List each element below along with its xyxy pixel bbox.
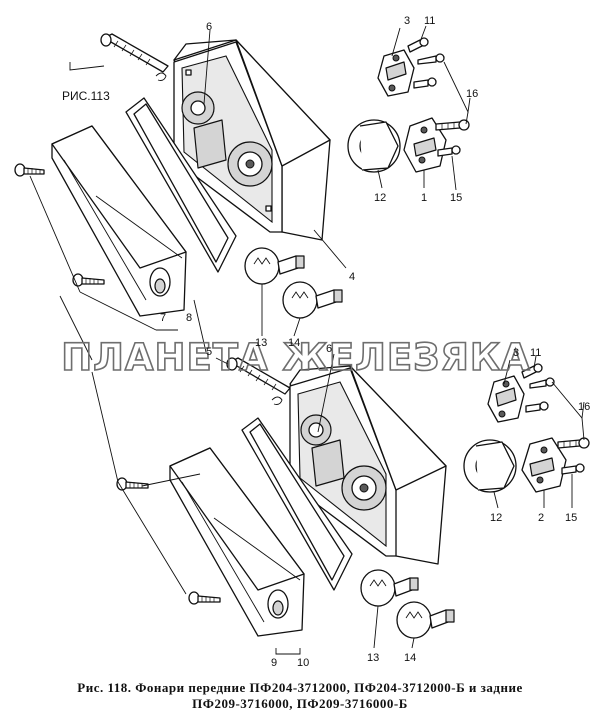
figure-caption-line-2: ПФ209-3716000, ПФ209-3716000-Б	[192, 696, 408, 711]
label-a11: 11	[424, 15, 435, 27]
contact-holder-2	[521, 437, 567, 493]
label-b9: 9	[271, 657, 277, 669]
label-b10: 10	[297, 657, 309, 669]
label-a8: 8	[186, 312, 192, 324]
bulb-14-top	[282, 281, 343, 319]
label-a3: 3	[404, 15, 410, 27]
label-b14: 14	[404, 652, 416, 664]
label-a13: 13	[255, 337, 267, 349]
label-a6: 6	[206, 21, 212, 33]
reflector-insert	[193, 119, 227, 169]
screw-15-bottom	[561, 463, 585, 475]
front-lamp-assembly	[14, 33, 470, 319]
screw-15-top	[437, 145, 461, 157]
label-a15: 15	[450, 192, 462, 204]
bulb-14-bottom	[396, 601, 455, 639]
label-b12: 12	[490, 512, 502, 524]
lens-screw-upper	[14, 163, 45, 177]
label-b6: 6	[326, 343, 332, 355]
rear-lamp-assembly	[116, 357, 590, 639]
label-b11: 11	[530, 347, 541, 359]
label-b2: 2	[538, 512, 544, 524]
label-b15: 15	[565, 512, 577, 524]
lens-gasket-bottom	[241, 417, 353, 591]
label-a16: 16	[466, 88, 478, 100]
bulb-13-bottom	[360, 569, 419, 607]
label-a12: 12	[374, 192, 386, 204]
label-b16: 16	[578, 401, 590, 413]
spring-clip-bottom	[271, 396, 283, 405]
label-b3: 3	[513, 347, 519, 359]
long-bolt	[100, 33, 169, 73]
lamp-housing	[173, 39, 331, 241]
contact-plate-3-bottom	[487, 375, 525, 423]
contact-plate-3-top	[377, 49, 415, 97]
spring-clip	[155, 72, 167, 81]
lens-gasket	[125, 97, 237, 273]
socket-12-top	[347, 119, 401, 173]
screw-16-bottom	[557, 437, 590, 449]
lens-screw-lower	[72, 273, 105, 287]
reflector-insert-bottom	[311, 439, 345, 487]
lamp-lens	[51, 125, 187, 317]
bulb-13-top	[244, 247, 305, 285]
leader-lines	[29, 25, 585, 655]
label-b13: 13	[367, 652, 379, 664]
screw-11-top	[407, 37, 429, 53]
label-b5: 5	[206, 346, 212, 358]
label-a1: 1	[421, 192, 427, 204]
screw-a-bottom	[529, 377, 555, 389]
lens-screw-bottom-lower	[188, 591, 221, 605]
screw-16-top	[435, 119, 470, 131]
screw-a-top	[417, 53, 445, 65]
contact-holder-1	[403, 117, 447, 173]
screw-b-top	[413, 77, 437, 89]
label-a4: 4	[349, 271, 355, 283]
socket-12-bottom	[463, 439, 517, 493]
screw-b-bottom	[525, 401, 549, 413]
labels: РИС.113 3 11 6 16 12 1 15 4 7 8 13 14 3 …	[62, 15, 590, 669]
label-a7: 7	[160, 312, 166, 324]
watermark: ПЛАНЕТА ЖЕЛЕЗЯКА	[61, 336, 531, 379]
label-a14: 14	[288, 337, 300, 349]
lens-screw-bottom-upper	[116, 477, 149, 491]
figure-caption-line-1: Рис. 118. Фонари передние ПФ204-3712000,…	[77, 680, 523, 695]
ref-figure-label: РИС.113	[62, 89, 110, 103]
